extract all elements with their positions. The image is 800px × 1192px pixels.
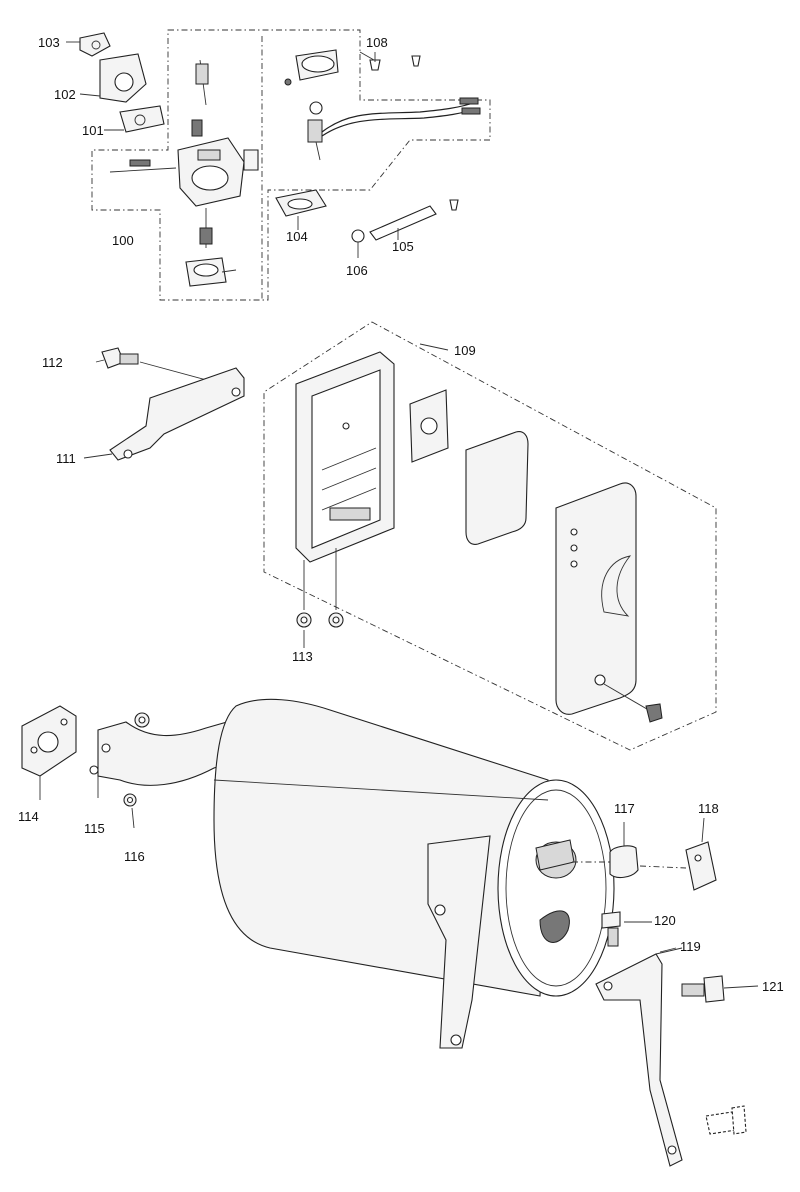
callout-118: 118 [698,801,719,816]
part-foam-filter-element [465,431,529,545]
part-111-bracket [109,367,245,461]
part-100-carburetor-body [109,59,259,287]
callout-105: 105 [392,239,414,254]
part-air-filter-cover [555,482,663,723]
callout-116: 116 [124,849,145,864]
callout-100: 100 [112,233,134,248]
callout-103: 103 [38,35,60,50]
callout-119: 119 [680,939,701,954]
part-108-solenoid-wire [321,52,481,137]
callout-108: 108 [366,35,388,50]
part-muffler-body [213,698,615,997]
part-120-bolt [601,911,652,947]
air-filter-assembly-group [101,321,717,751]
part-105-fuel-hose [369,199,459,241]
part-air-filter-gasket [409,389,449,463]
part-109-air-cleaner-base [295,351,395,563]
callout-111: 111 [56,451,76,466]
part-heat-shield-bracket [427,835,491,1049]
callout-113: 113 [292,649,313,664]
muffler-assembly-group [21,698,759,1167]
callout-115: 115 [84,821,105,836]
callout-104: 104 [286,229,308,244]
part-113-nuts [296,548,344,648]
callout-117: 117 [614,801,635,816]
part-116-washer-nut [123,712,150,829]
part-103-gasket [66,32,111,57]
carburetor-assembly-group [66,29,491,301]
callout-106: 106 [346,263,368,278]
callout-114: 114 [18,809,39,824]
part-106-hose-clamp [351,229,365,258]
part-119-muffler-bracket [595,947,683,1167]
callout-112: 112 [42,355,63,370]
part-114-exhaust-gasket [21,705,77,800]
part-118-clamp [639,817,717,891]
callout-101: 101 [82,123,104,138]
part-fuel-bowl-shutoff [284,49,339,161]
part-102-insulator [79,53,147,103]
leader-lines [83,51,677,953]
callout-121: 121 [762,979,784,994]
part-101-gasket [104,105,165,133]
part-lower-bolt [705,1105,747,1135]
part-104-gasket [275,189,327,230]
callout-109: 109 [454,343,476,358]
part-121-bolt [681,975,759,1003]
callout-120: 120 [654,913,676,928]
callout-102: 102 [54,87,76,102]
part-117-spark-arrestor-tip [572,822,639,879]
